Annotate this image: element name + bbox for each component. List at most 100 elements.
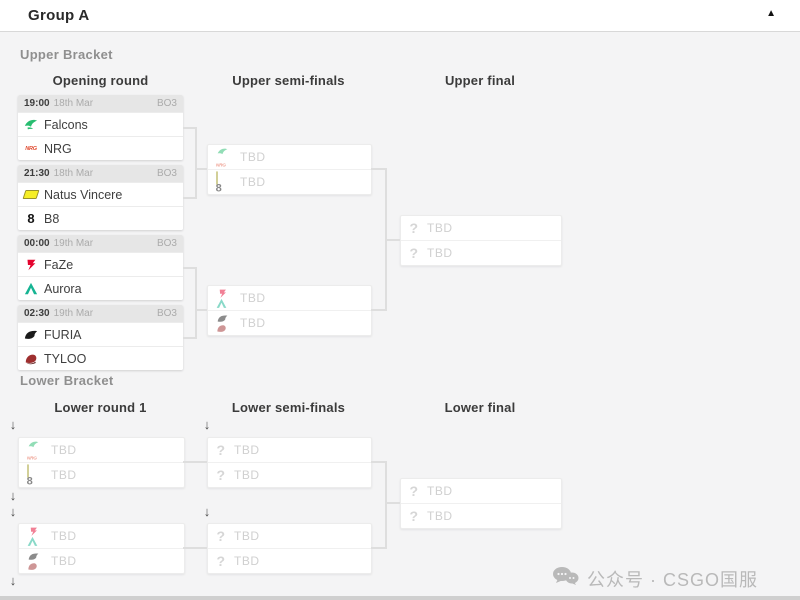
question-icon: ? bbox=[216, 553, 226, 569]
match-card-faze-aurora[interactable]: 00:00 19th Mar BO3 FaZe Aurora bbox=[18, 235, 183, 300]
team-row-falcons[interactable]: Falcons bbox=[18, 112, 183, 136]
watermark-text: 公众号 · CSGO国服 bbox=[586, 570, 758, 590]
tbd-slot: 8 TBD bbox=[19, 462, 184, 487]
column-header-lower-semifinals: Lower semi-finals bbox=[231, 400, 346, 415]
team-row-faze[interactable]: FaZe bbox=[18, 252, 183, 276]
tbd-label: TBD bbox=[240, 316, 266, 330]
group-title: Group A bbox=[28, 7, 90, 24]
team-name: TYLOO bbox=[44, 351, 87, 366]
furia-icon bbox=[24, 328, 38, 342]
team-row-tyloo[interactable]: TYLOO bbox=[18, 346, 183, 370]
tbd-slot: NRG TBD bbox=[19, 438, 184, 462]
tbd-label: TBD bbox=[51, 468, 77, 482]
furia-tyloo-faded-icons bbox=[26, 550, 44, 573]
lower-round1-match-1: NRG TBD 8 TBD bbox=[18, 437, 185, 488]
lower-semifinal-1: ? TBD ? TBD bbox=[207, 437, 372, 488]
b8-icon: 8 bbox=[27, 211, 35, 226]
question-icon: ? bbox=[409, 220, 419, 236]
tbd-slot: TBD bbox=[19, 548, 184, 573]
falcons-nrg-faded-icons: NRG bbox=[26, 439, 44, 462]
bracket-connector bbox=[183, 267, 195, 269]
natus-vincere-icon bbox=[22, 188, 40, 202]
question-icon: ? bbox=[216, 467, 226, 483]
match-date: 18th Mar bbox=[53, 168, 94, 179]
bracket-connector bbox=[195, 267, 197, 339]
team-row-nrg[interactable]: NRG NRG bbox=[18, 136, 183, 160]
nrg-icon: NRG bbox=[25, 145, 37, 152]
collapse-icon[interactable]: ▲ bbox=[766, 8, 776, 19]
upper-semifinal-1: NRG TBD 8 TBD bbox=[207, 144, 372, 195]
match-date: 18th Mar bbox=[53, 98, 94, 109]
bracket-connector bbox=[371, 168, 385, 170]
bracket-connector bbox=[371, 309, 385, 311]
tbd-slot: ? TBD bbox=[208, 462, 371, 487]
match-time: 00:00 bbox=[24, 238, 50, 249]
match-date: 19th Mar bbox=[53, 308, 94, 319]
team-row-aurora[interactable]: Aurora bbox=[18, 276, 183, 300]
navi-b8-faded-icons: 8 bbox=[26, 463, 44, 487]
question-icon: ? bbox=[216, 528, 226, 544]
tbd-label: TBD bbox=[51, 554, 77, 568]
question-icon: ? bbox=[216, 442, 226, 458]
tbd-label: TBD bbox=[234, 468, 260, 482]
tbd-label: TBD bbox=[427, 246, 453, 260]
team-name: Falcons bbox=[44, 117, 88, 132]
loser-drop-arrow-icon: ↓ bbox=[9, 417, 17, 432]
match-time: 02:30 bbox=[24, 308, 50, 319]
match-header: 19:00 18th Mar BO3 bbox=[18, 95, 183, 112]
lower-round1-match-2: TBD TBD bbox=[18, 523, 185, 574]
bracket-connector bbox=[195, 309, 207, 311]
tbd-label: TBD bbox=[234, 529, 260, 543]
match-format: BO3 bbox=[156, 168, 177, 179]
match-header: 21:30 18th Mar BO3 bbox=[18, 165, 183, 182]
question-icon: ? bbox=[409, 483, 419, 499]
tbd-slot: TBD bbox=[19, 524, 184, 548]
upper-semifinal-2: TBD TBD bbox=[207, 285, 372, 336]
aurora-icon bbox=[24, 282, 38, 296]
match-card-falcons-nrg[interactable]: 19:00 18th Mar BO3 Falcons NRG NRG bbox=[18, 95, 183, 160]
bracket-connector bbox=[385, 502, 400, 504]
question-icon: ? bbox=[409, 245, 419, 261]
team-row-navi[interactable]: Natus Vincere bbox=[18, 182, 183, 206]
match-card-navi-b8[interactable]: 21:30 18th Mar BO3 Natus Vincere 8 B8 bbox=[18, 165, 183, 230]
faze-aurora-faded-icons bbox=[26, 525, 44, 548]
group-header-bar: Group A ▲ bbox=[0, 0, 800, 32]
tbd-label: TBD bbox=[240, 175, 266, 189]
match-format: BO3 bbox=[156, 98, 177, 109]
tbd-slot: 8 TBD bbox=[208, 169, 371, 194]
bracket-connector bbox=[385, 461, 387, 549]
bracket-connector bbox=[195, 127, 197, 199]
match-card-furia-tyloo[interactable]: 02:30 19th Mar BO3 FURIA TYLOO bbox=[18, 305, 183, 370]
team-name: Aurora bbox=[44, 281, 82, 296]
lower-final: ? TBD ? TBD bbox=[400, 478, 562, 529]
column-header-upper-final: Upper final bbox=[444, 73, 516, 88]
wechat-bubbles-icon bbox=[552, 566, 579, 592]
tbd-label: TBD bbox=[240, 150, 266, 164]
tbd-label: TBD bbox=[427, 221, 453, 235]
team-name: B8 bbox=[44, 211, 60, 226]
lower-semifinal-2: ? TBD ? TBD bbox=[207, 523, 372, 574]
team-row-b8[interactable]: 8 B8 bbox=[18, 206, 183, 230]
tbd-label: TBD bbox=[234, 443, 260, 457]
navi-b8-faded-icons: 8 bbox=[215, 170, 233, 194]
tbd-label: TBD bbox=[51, 443, 77, 457]
upper-final: ? TBD ? TBD bbox=[400, 215, 562, 266]
bracket-connector bbox=[195, 168, 207, 170]
tbd-slot: ? TBD bbox=[208, 524, 371, 548]
falcons-nrg-faded-icons: NRG bbox=[215, 146, 233, 169]
team-name: Natus Vincere bbox=[44, 187, 123, 202]
loser-drop-arrow-icon: ↓ bbox=[203, 417, 211, 432]
loser-drop-arrow-icon: ↓ bbox=[203, 504, 211, 519]
team-row-furia[interactable]: FURIA bbox=[18, 322, 183, 346]
lower-bracket-label: Lower Bracket bbox=[20, 373, 114, 388]
tbd-label: TBD bbox=[427, 484, 453, 498]
team-name: FaZe bbox=[44, 257, 74, 272]
loser-drop-arrow-icon: ↓ bbox=[9, 504, 17, 519]
team-name: FURIA bbox=[44, 327, 82, 342]
bottom-edge bbox=[0, 596, 800, 600]
tyloo-icon bbox=[24, 352, 38, 366]
match-format: BO3 bbox=[156, 238, 177, 249]
bracket-connector bbox=[385, 239, 400, 241]
loser-drop-arrow-icon: ↓ bbox=[9, 488, 17, 503]
faze-aurora-faded-icons bbox=[215, 287, 233, 310]
